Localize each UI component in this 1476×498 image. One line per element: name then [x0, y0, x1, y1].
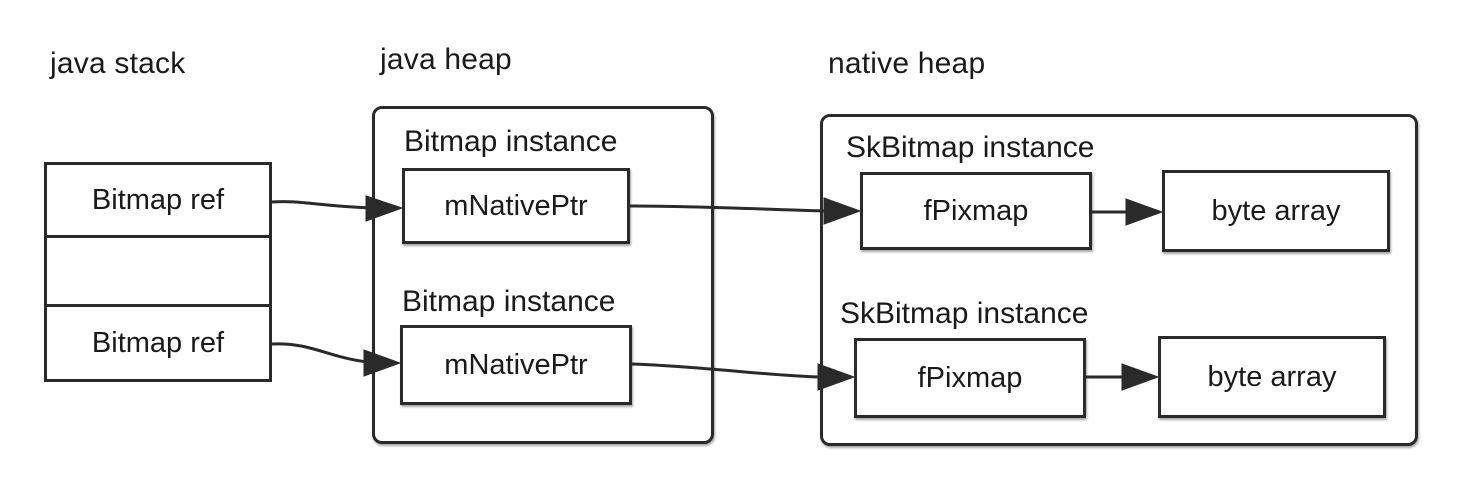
skbitmap-instance-label-1: SkBitmap instance	[846, 131, 1095, 164]
java-stack: Bitmap ref Bitmap ref	[44, 162, 272, 382]
arrowhead-2	[363, 349, 402, 377]
arrow-mnativeptr2-to-fpixmap2	[631, 362, 821, 379]
mnativeptr-box-1: mNativePtr	[402, 168, 630, 244]
arrowhead-6	[1121, 363, 1160, 391]
skbitmap-instance-label-2: SkBitmap instance	[840, 297, 1089, 330]
native-heap-label: native heap	[828, 47, 986, 80]
stack-cell-bitmap-ref-2: Bitmap ref	[44, 304, 272, 382]
arrow-stackref1-to-mnativeptr1	[271, 200, 373, 210]
arrowhead-4	[817, 363, 856, 391]
java-heap-label: java heap	[380, 43, 512, 76]
byte-array-box-1: byte array	[1162, 170, 1390, 252]
mnativeptr-box-2: mNativePtr	[400, 325, 632, 405]
bitmap-instance-label-1: Bitmap instance	[404, 125, 618, 158]
arrowhead-3	[823, 197, 862, 225]
fpixmap-box-1: fPixmap	[860, 172, 1092, 250]
arrow-stackref2-to-mnativeptr2	[271, 342, 369, 364]
byte-array-box-2: byte array	[1158, 336, 1386, 418]
arrow-mnativeptr1-to-fpixmap1	[629, 204, 827, 213]
arrowhead-5	[1125, 198, 1164, 226]
fpixmap-box-2: fPixmap	[854, 338, 1086, 418]
bitmap-instance-label-2: Bitmap instance	[402, 285, 616, 318]
arrowhead-1	[365, 195, 404, 222]
java-stack-label: java stack	[50, 47, 186, 80]
